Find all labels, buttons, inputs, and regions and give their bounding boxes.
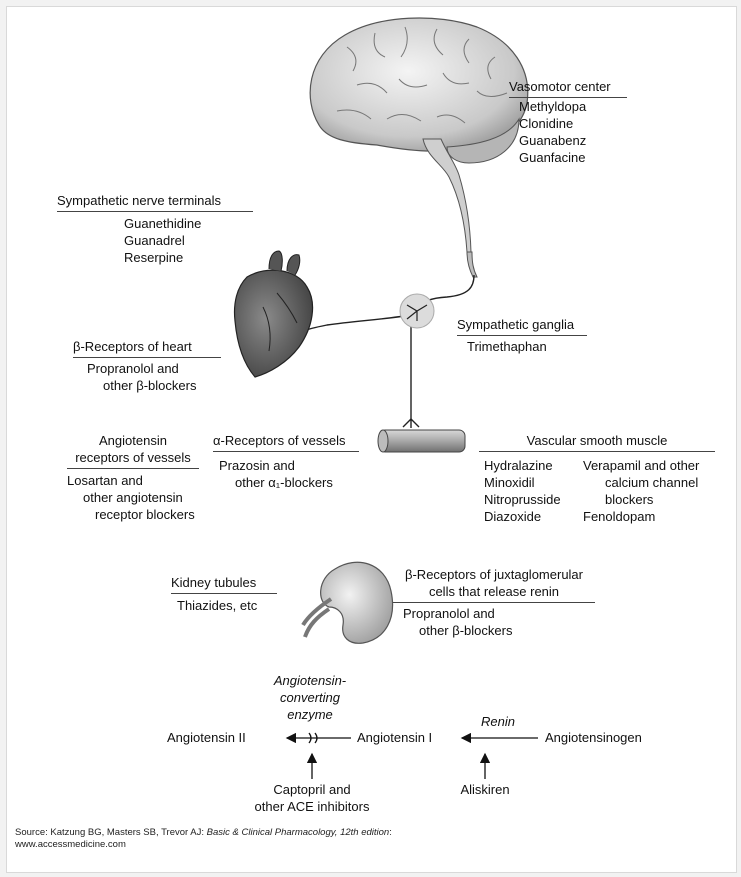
angiotensinogen: Angiotensinogen [545, 730, 642, 746]
figure-page: Vasomotor center Methyldopa Clonidine Gu… [6, 6, 737, 873]
vasomotor-drug: Guanfacine [519, 150, 586, 166]
heart-illustration [235, 251, 313, 377]
vsm-drug: blockers [605, 492, 653, 508]
beta-juxta-title-line: cells that release renin [393, 584, 595, 603]
angiotensin-ii: Angiotensin II [167, 730, 246, 746]
vsm-drug: calcium channel [605, 475, 698, 491]
vessel-illustration [378, 430, 465, 452]
terminals-drug: Reserpine [124, 250, 183, 266]
vsm-drug: Diazoxide [484, 509, 541, 525]
alpha-vessels-drug: other α₁-blockers [235, 475, 333, 491]
source-prefix: Source: Katzung BG, Masters SB, Trevor A… [15, 827, 207, 838]
angiotensin-receptors-drug: Losartan and [67, 473, 143, 489]
angiotensin-receptors-drug: other angiotensin [83, 490, 183, 506]
vasomotor-title: Vasomotor center [509, 79, 627, 98]
source-url[interactable]: www.accessmedicine.com [15, 839, 126, 851]
ganglia-title: Sympathetic ganglia [457, 317, 587, 336]
ace-inhibitors: other ACE inhibitors [237, 799, 387, 815]
terminals-drug: Guanadrel [124, 233, 185, 249]
ace-label: converting [255, 690, 365, 706]
source-citation: Source: Katzung BG, Masters SB, Trevor A… [15, 827, 392, 839]
kidney-tubules-title: Kidney tubules [171, 575, 277, 594]
source-suffix: : [389, 827, 392, 838]
aliskiren: Aliskiren [447, 782, 523, 798]
ace-label: Angiotensin- [255, 673, 365, 689]
ace-inhibitors: Captopril and [237, 782, 387, 798]
terminals-title: Sympathetic nerve terminals [57, 193, 253, 212]
vasomotor-drug: Methyldopa [519, 99, 586, 115]
terminals-drug: Guanethidine [124, 216, 201, 232]
renin-label: Renin [481, 714, 515, 730]
vsm-drug: Verapamil and other [583, 458, 699, 474]
angiotensin-receptors-drug: receptor blockers [95, 507, 195, 523]
beta-juxta-drug: Propranolol and [403, 606, 495, 622]
alpha-vessels-title: α-Receptors of vessels [213, 433, 359, 452]
alpha-vessels-drug: Prazosin and [219, 458, 295, 474]
kidney-tubules-drug: Thiazides, etc [177, 598, 257, 614]
ace-label: enzyme [255, 707, 365, 723]
vasomotor-drug: Clonidine [519, 116, 573, 132]
vsm-title: Vascular smooth muscle [479, 433, 715, 452]
beta-juxta-drug: other β-blockers [419, 623, 512, 639]
beta-heart-title: β-Receptors of heart [73, 339, 221, 358]
beta-heart-drug: Propranolol and [87, 361, 179, 377]
vsm-drug: Minoxidil [484, 475, 535, 491]
angiotensin-receptors-title-line: Angiotensin [67, 433, 199, 449]
brain-illustration [310, 18, 528, 277]
beta-juxta-title-line: β-Receptors of juxtaglomerular [393, 567, 595, 583]
ganglia-drug: Trimethaphan [467, 339, 547, 355]
angiotensin-i: Angiotensin I [357, 730, 432, 746]
nerve-pathways [285, 275, 474, 428]
angiotensin-receptors-title-line: receptors of vessels [67, 450, 199, 469]
source-book: Basic & Clinical Pharmacology, 12th edit… [207, 827, 390, 838]
vasomotor-drug: Guanabenz [519, 133, 586, 149]
vsm-drug: Nitroprusside [484, 492, 561, 508]
kidney-illustration [303, 562, 393, 643]
vsm-drug: Fenoldopam [583, 509, 655, 525]
beta-heart-drug: other β-blockers [103, 378, 196, 394]
vsm-drug: Hydralazine [484, 458, 553, 474]
